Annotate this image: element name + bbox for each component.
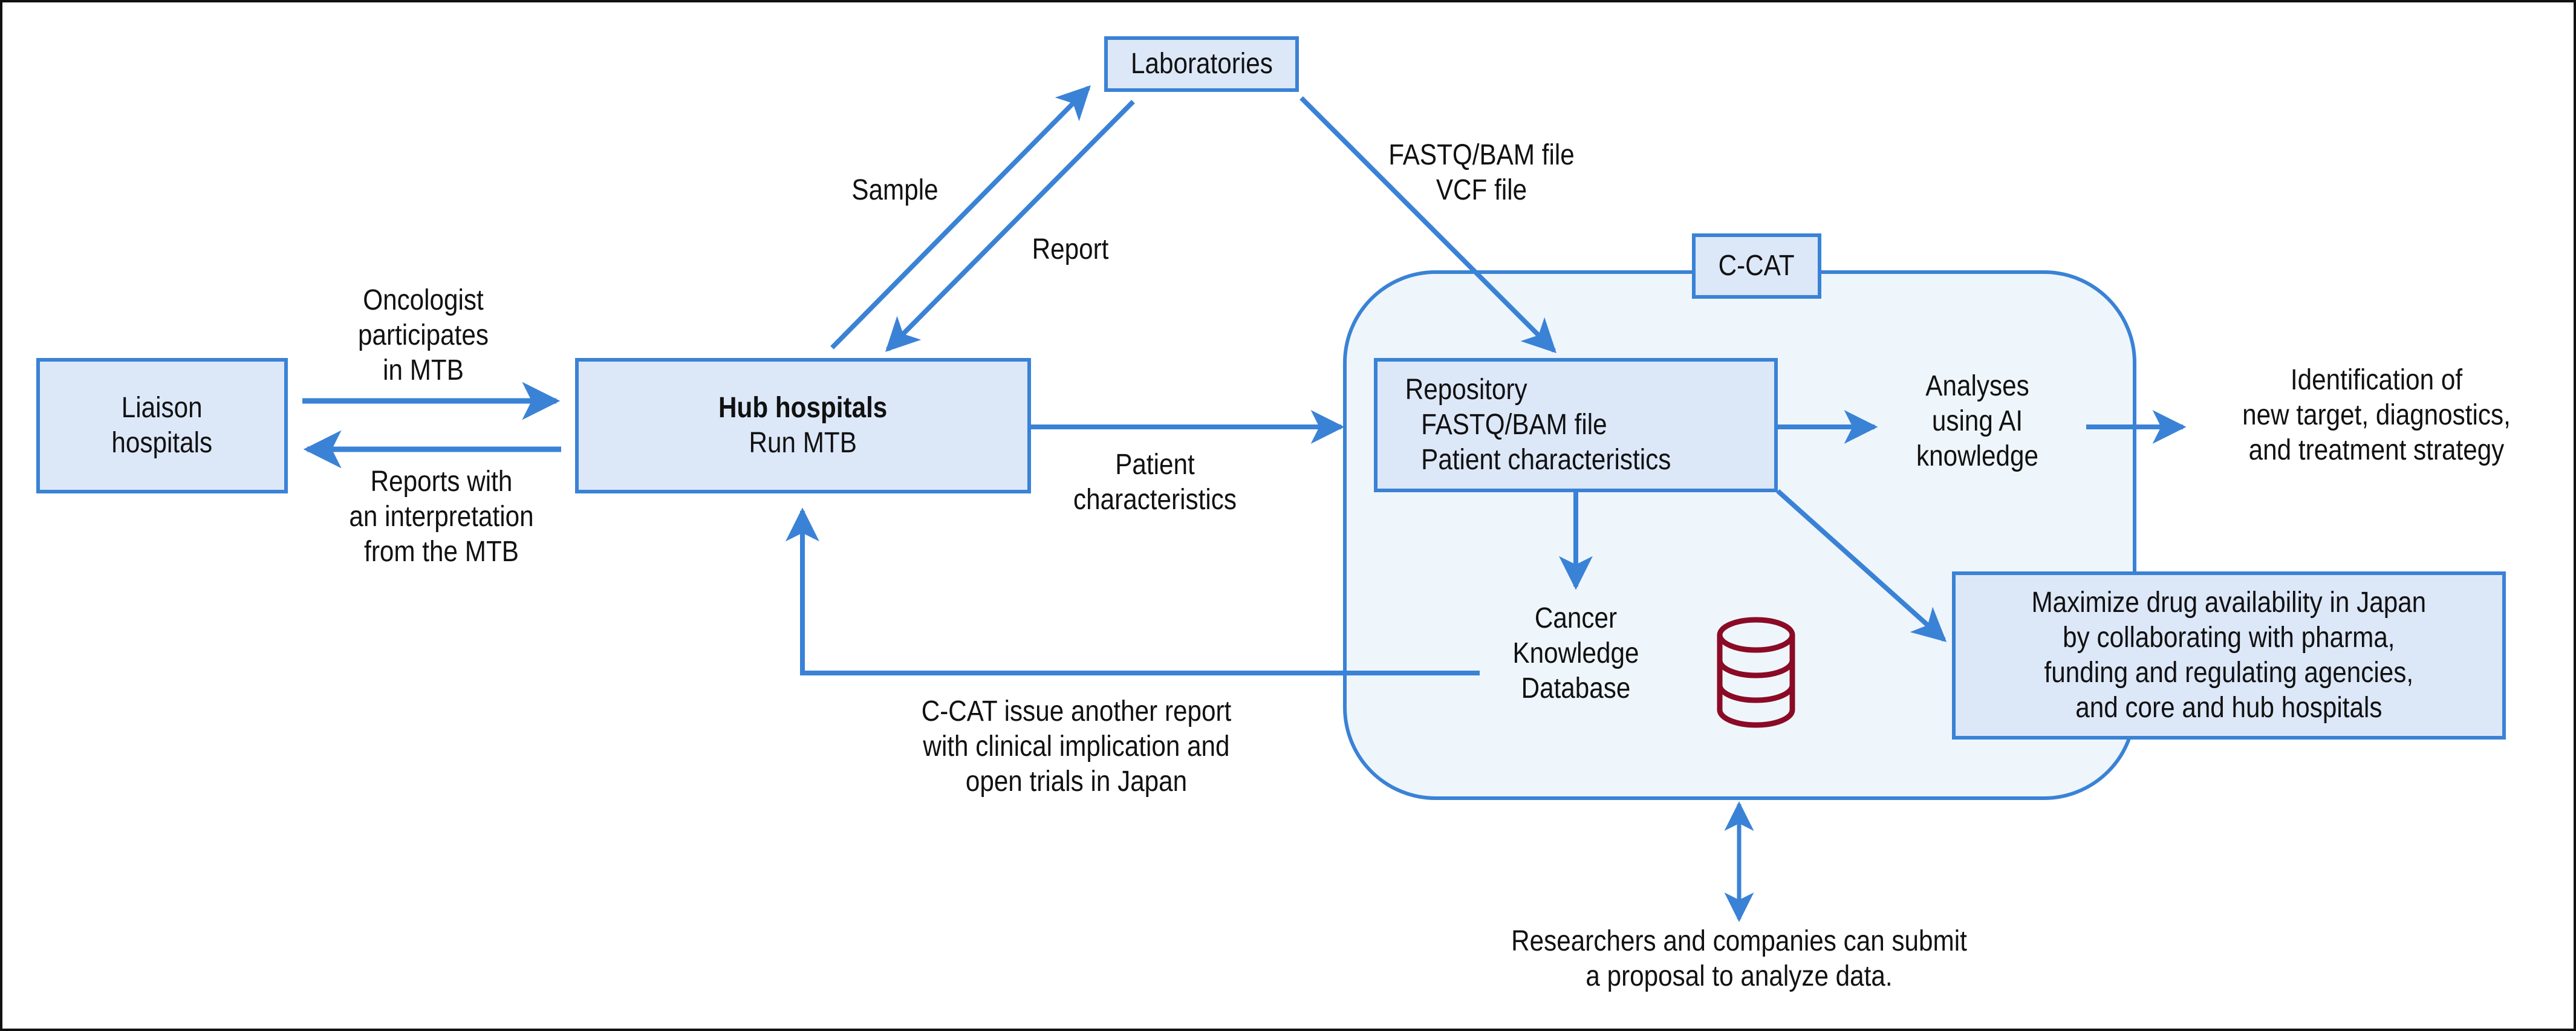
arrow-fastq: [1299, 96, 1556, 353]
repository-item-patient: Patient characteristics: [1421, 444, 1671, 476]
ccat-label: C-CAT: [1719, 250, 1795, 282]
maximize-text: Maximize drug availability in Japan by c…: [2031, 587, 2427, 724]
patient-characteristics-label: Patient characteristics: [1073, 449, 1237, 516]
arrow-sample: [830, 85, 1091, 350]
laboratories-label: Laboratories: [1130, 48, 1273, 80]
researchers-label: Researchers and companies can submit a p…: [1511, 925, 1967, 992]
laboratories-box[interactable]: Laboratories: [1104, 36, 1299, 92]
ccat-label-box[interactable]: C-CAT: [1692, 233, 1821, 299]
arrow-report: [885, 100, 1135, 352]
hub-title: Hub hospitals: [718, 392, 888, 424]
arrow-ccat-return: [785, 507, 1480, 675]
report-label: Report: [1032, 233, 1109, 265]
repository-item-fastq: FASTQ/BAM file: [1421, 409, 1607, 441]
hub-subtitle: Run MTB: [749, 427, 857, 459]
ccat-issue-label: C-CAT issue another report with clinical…: [921, 695, 1232, 798]
repository-box[interactable]: Repository FASTQ/BAM file Patient charac…: [1374, 358, 1778, 492]
fastq-label: FASTQ/BAM file VCF file: [1388, 139, 1575, 206]
hub-hospitals-box[interactable]: Hub hospitals Run MTB: [575, 358, 1031, 493]
cancer-db-label: Cancer Knowledge Database: [1512, 602, 1639, 704]
identification-label: Identification of new target, diagnostic…: [2242, 364, 2511, 466]
oncologist-label: Oncologist participates in MTB: [357, 284, 489, 386]
maximize-box[interactable]: Maximize drug availability in Japan by c…: [1952, 571, 2506, 740]
reports-label: Reports with an interpretation from the …: [349, 466, 534, 568]
database-icon: [1717, 617, 1795, 728]
analyses-label: Analyses using AI knowledge: [1916, 370, 2038, 472]
liaison-hospitals-box[interactable]: Liaison hospitals: [36, 358, 288, 493]
arrow-to-maximize: [1776, 489, 1947, 642]
repository-title: Repository: [1405, 374, 1527, 406]
liaison-line1: Liaison: [122, 392, 203, 424]
liaison-line2: hospitals: [111, 427, 213, 459]
sample-label: Sample: [851, 174, 938, 206]
